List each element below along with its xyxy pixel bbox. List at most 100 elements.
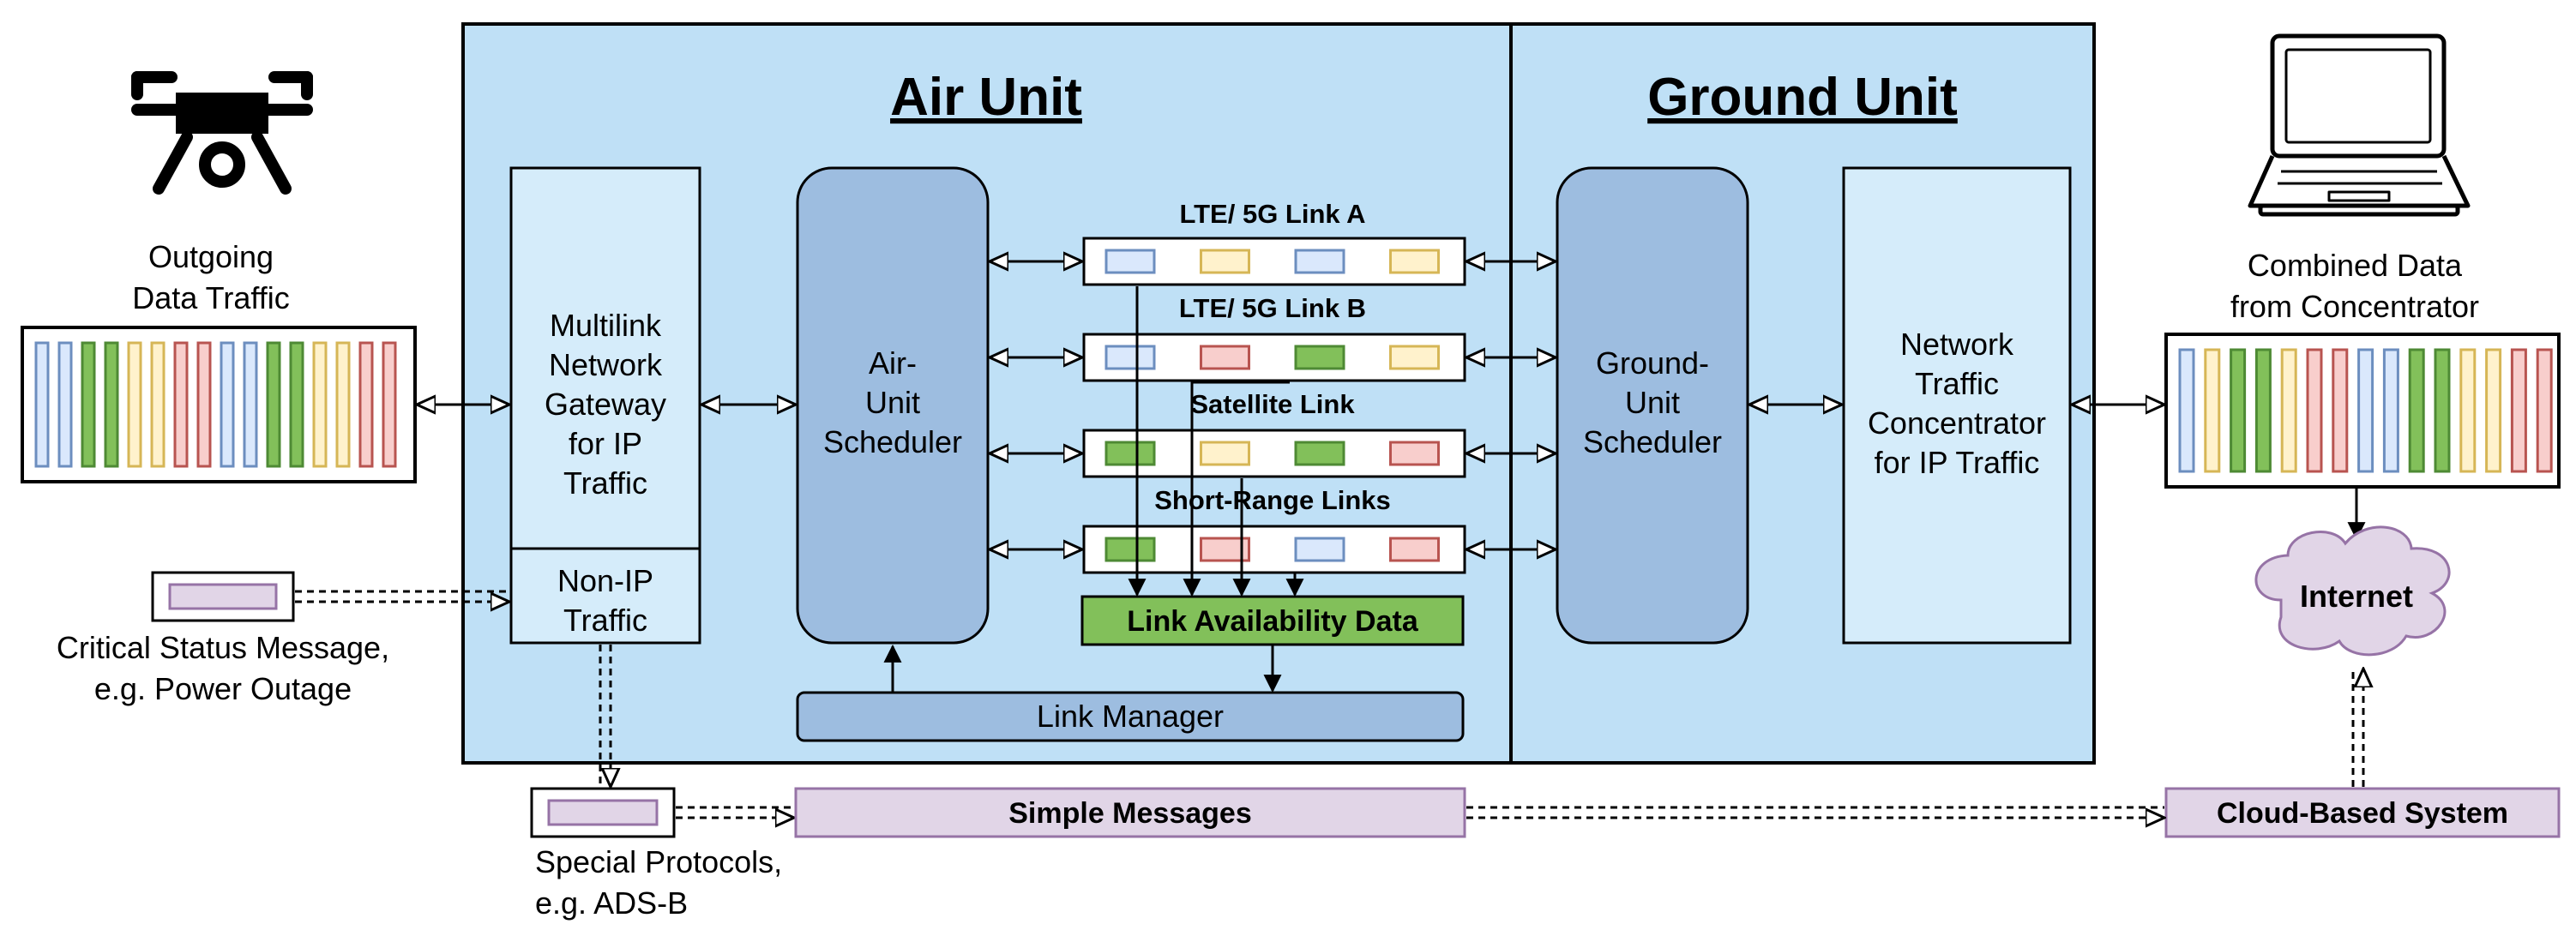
special-protocols-label-1: Special Protocols, <box>535 844 782 879</box>
simple-messages-bar <box>794 787 1466 838</box>
non-ip-traffic-box <box>509 547 701 645</box>
link-b-packet-1 <box>1104 345 1156 370</box>
link-manager <box>796 691 1465 742</box>
ground-link-arrows <box>1466 261 1556 549</box>
ground-scheduler-line-1: Ground- <box>1596 345 1709 381</box>
air-scheduler-line-3: Scheduler <box>823 424 962 459</box>
outgoing-packet-9 <box>220 341 235 468</box>
outgoing-packets <box>34 341 397 468</box>
ground-scheduler-line-3: Scheduler <box>1583 424 1722 459</box>
link-availability-data <box>1080 595 1465 646</box>
concentrator-line-3: Concentrator <box>1868 405 2046 441</box>
cloud-to-internet-arrow <box>2351 669 2363 787</box>
combined-packet-14 <box>2510 348 2527 473</box>
critical-status-label-1: Critical Status Message, <box>57 630 389 665</box>
drone-icon <box>131 71 313 195</box>
combined-packet-2 <box>2204 348 2221 473</box>
combined-packet-7 <box>2332 348 2349 473</box>
outgoing-packet-1 <box>34 341 50 468</box>
combined-packet-5 <box>2280 348 2297 473</box>
combined-packet-12 <box>2459 348 2477 473</box>
outgoing-packet-10 <box>243 341 258 468</box>
outgoing-packet-4 <box>104 341 119 468</box>
concentrator-line-2: Traffic <box>1915 366 1999 401</box>
outgoing-packet-16 <box>382 341 397 468</box>
combined-packet-11 <box>2434 348 2451 473</box>
link-packets <box>1104 249 1440 562</box>
outgoing-label-1: Outgoing <box>148 239 274 274</box>
combined-packet-1 <box>2178 348 2195 473</box>
outgoing-packet-15 <box>358 341 374 468</box>
outgoing-packet-11 <box>266 341 281 468</box>
outgoing-packet-2 <box>57 341 73 468</box>
combined-packets <box>2178 348 2553 473</box>
link-a-label: LTE/ 5G Link A <box>1179 199 1365 229</box>
short-range-packet-1 <box>1104 537 1156 562</box>
air-unit-scheduler <box>796 166 990 645</box>
link-b-label: LTE/ 5G Link B <box>1179 293 1366 323</box>
satellite-packet-4 <box>1389 441 1440 466</box>
combined-packet-3 <box>2230 348 2247 473</box>
special-protocols-packet <box>547 799 659 826</box>
link-a-packet-2 <box>1200 249 1250 274</box>
short-range-label: Short-Range Links <box>1154 485 1391 515</box>
link-b-packet-3 <box>1294 345 1345 370</box>
link-availability-label: Link Availability Data <box>1127 605 1419 638</box>
combined-packet-6 <box>2306 348 2323 473</box>
outgoing-packet-14 <box>335 341 351 468</box>
special-to-simple-arrow <box>676 806 794 818</box>
combined-packet-15 <box>2536 348 2553 473</box>
non-ip-line-1: Non-IP <box>557 563 653 598</box>
internet-label: Internet <box>2300 579 2413 614</box>
link-a-packet-1 <box>1104 249 1156 274</box>
satellite-packet-3 <box>1294 441 1345 466</box>
outgoing-packet-13 <box>312 341 328 468</box>
non-ip-line-2: Traffic <box>563 603 647 638</box>
critical-status-packet <box>168 583 278 610</box>
short-range-packet-3 <box>1294 537 1345 562</box>
gateway-line-3: Gateway <box>545 387 666 422</box>
link-manager-label: Link Manager <box>1037 699 1224 734</box>
ground-scheduler-line-2: Unit <box>1625 385 1680 420</box>
simple-messages-label: Simple Messages <box>1008 797 1251 830</box>
ground-unit-title: Ground Unit <box>1647 68 1958 127</box>
gateway-line-5: Traffic <box>563 465 647 501</box>
cloud-based-system-label: Cloud-Based System <box>2217 797 2508 830</box>
outgoing-packet-12 <box>289 341 304 468</box>
availability-feed-lines <box>1128 286 1304 597</box>
combined-packet-4 <box>2254 348 2272 473</box>
network-traffic-concentrator <box>1842 166 2072 645</box>
outgoing-label-2: Data Traffic <box>132 280 289 315</box>
outgoing-packet-5 <box>127 341 142 468</box>
air-unit-title: Air Unit <box>890 68 1082 127</box>
combined-packet-10 <box>2408 348 2425 473</box>
link-b-packet-2 <box>1200 345 1250 370</box>
simple-to-cloud-arrow <box>1466 806 2164 818</box>
combined-packet-9 <box>2382 348 2399 473</box>
short-range-packet-4 <box>1389 537 1440 562</box>
combined-label-2: from Concentrator <box>2230 289 2479 324</box>
satellite-packet-2 <box>1200 441 1250 466</box>
internet-cloud <box>2254 525 2451 657</box>
combined-packet-8 <box>2357 348 2374 473</box>
satellite-link-label: Satellite Link <box>1190 389 1355 419</box>
air-link-arrows <box>990 261 1082 549</box>
laptop-icon <box>2248 33 2471 217</box>
outgoing-packet-6 <box>150 341 166 468</box>
concentrator-line-1: Network <box>1900 327 2014 362</box>
link-a-packet-4 <box>1389 249 1440 274</box>
air-scheduler-line-1: Air- <box>869 345 917 381</box>
cloud-based-system <box>2164 787 2561 838</box>
gateway-line-4: for IP <box>569 426 642 461</box>
gateway-line-2: Network <box>549 347 663 382</box>
combined-label-1: Combined Data <box>2248 248 2463 283</box>
satellite-packet-1 <box>1104 441 1156 466</box>
multilink-gateway-box <box>509 166 701 550</box>
combined-packet-13 <box>2485 348 2502 473</box>
critical-status-label-2: e.g. Power Outage <box>94 671 352 706</box>
outgoing-packet-3 <box>81 341 96 468</box>
air-scheduler-line-2: Unit <box>865 385 920 420</box>
link-b-packet-4 <box>1389 345 1440 370</box>
special-protocols-label-2: e.g. ADS-B <box>535 885 688 921</box>
